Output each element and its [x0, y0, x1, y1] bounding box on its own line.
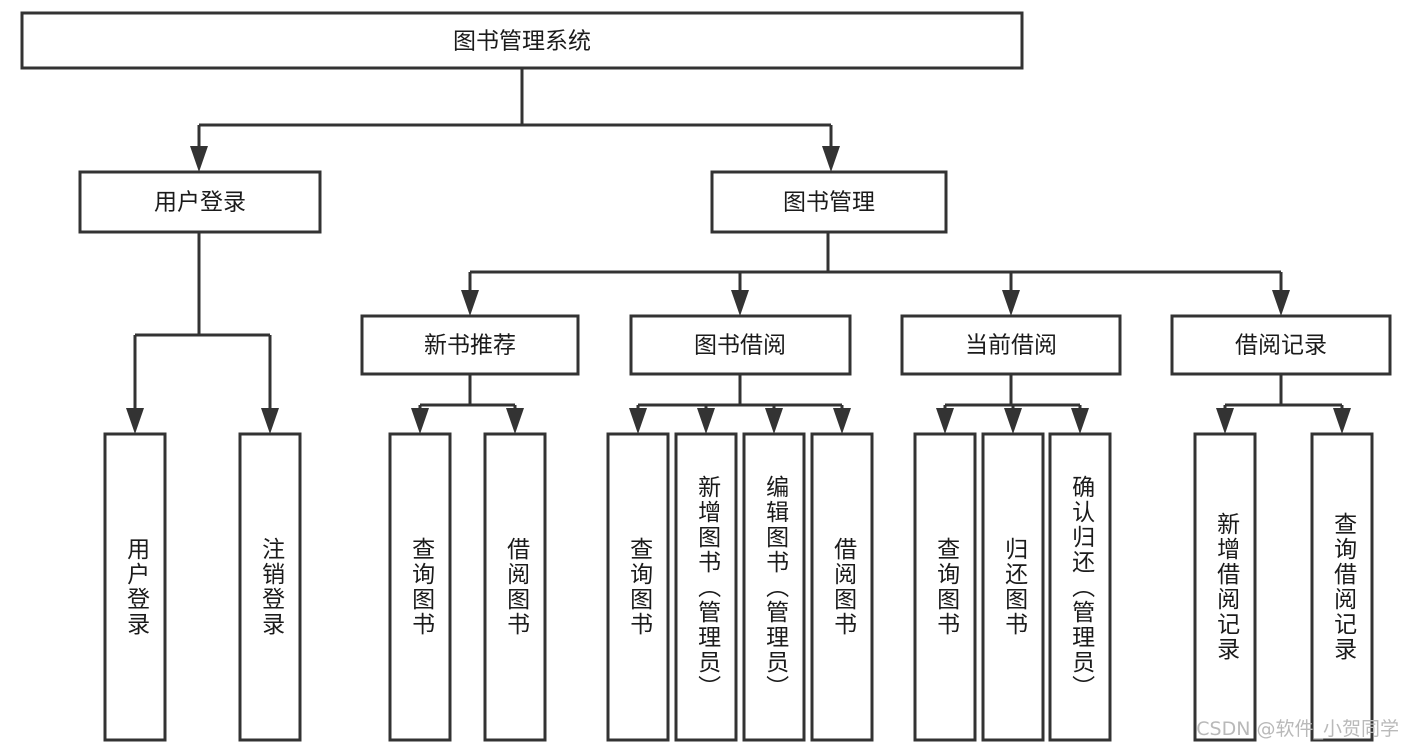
node-box-borrow-record[interactable]: [1170, 314, 1392, 376]
node-box-leaf-user-login[interactable]: [103, 432, 167, 742]
arrow-book-manage: [822, 146, 840, 172]
node-box-leaf-query-book-3[interactable]: [913, 432, 977, 742]
node-box-leaf-borrow-book-1[interactable]: [483, 432, 547, 742]
edges-layer: [126, 68, 1351, 434]
watermark-text: CSDN @软件_小贺同学: [1196, 718, 1399, 740]
node-box-root[interactable]: [20, 11, 1024, 70]
arrow-leaf-query-record: [1333, 408, 1351, 434]
arrow-current-borrow: [1002, 290, 1020, 316]
arrow-leaf-borrow-book-2: [833, 408, 851, 434]
node-box-leaf-edit-book[interactable]: [742, 432, 806, 742]
node-label-current-borrow: 当前借阅: [965, 333, 1057, 359]
node-box-leaf-query-book-2[interactable]: [606, 432, 670, 742]
arrow-leaf-add-record: [1216, 408, 1234, 434]
arrow-leaf-return-book: [1004, 408, 1022, 434]
node-label-root: 图书管理系统: [453, 29, 591, 55]
node-box-leaf-user-logout[interactable]: [238, 432, 302, 742]
node-box-leaf-add-record[interactable]: [1193, 432, 1257, 742]
node-box-leaf-borrow-book-2[interactable]: [810, 432, 874, 742]
nodes-layer: 图书管理系统 用户登录 图书管理 新书推荐 图书借阅 当前借阅 借阅记录: [20, 11, 1392, 742]
node-label-user-login: 用户登录: [154, 190, 246, 216]
arrow-leaf-query-book-3: [936, 408, 954, 434]
node-box-leaf-return-book[interactable]: [981, 432, 1045, 742]
arrow-user-login: [190, 146, 208, 172]
arrow-leaf-user-login: [126, 408, 144, 434]
arrow-leaf-query-book-2: [629, 408, 647, 434]
arrow-leaf-add-book: [697, 408, 715, 434]
node-box-leaf-query-record[interactable]: [1310, 432, 1374, 742]
node-box-user-login[interactable]: [78, 170, 322, 234]
arrow-leaf-borrow-book-1: [506, 408, 524, 434]
arrow-leaf-confirm-return: [1071, 408, 1089, 434]
node-box-leaf-add-book[interactable]: [674, 432, 738, 742]
node-box-new-book-recommend[interactable]: [360, 314, 580, 376]
node-box-book-manage[interactable]: [710, 170, 948, 234]
arrow-borrow-record: [1272, 290, 1290, 316]
arrow-new-book-recommend: [461, 290, 479, 316]
node-label-borrow-record: 借阅记录: [1235, 333, 1327, 359]
arrow-book-borrow: [731, 290, 749, 316]
node-box-leaf-confirm-return[interactable]: [1048, 432, 1112, 742]
node-box-current-borrow[interactable]: [900, 314, 1122, 376]
arrow-leaf-query-book-1: [411, 408, 429, 434]
node-label-new-book-recommend: 新书推荐: [424, 333, 516, 359]
node-label-book-borrow: 图书借阅: [694, 333, 786, 359]
arrow-leaf-edit-book: [765, 408, 783, 434]
arrow-leaf-user-logout: [261, 408, 279, 434]
node-label-book-manage: 图书管理: [783, 190, 875, 216]
node-box-book-borrow[interactable]: [629, 314, 852, 376]
node-box-leaf-query-book-1[interactable]: [388, 432, 452, 742]
